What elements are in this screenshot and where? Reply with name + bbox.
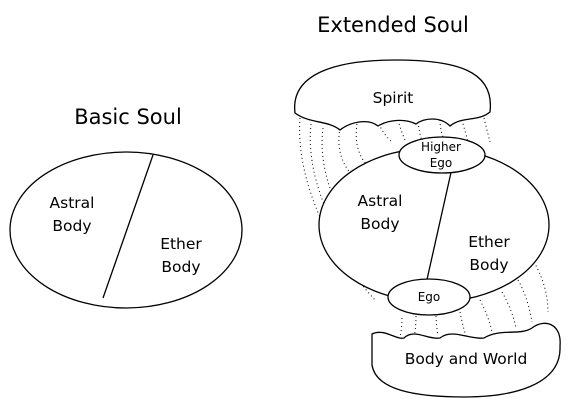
basic-soul-divider <box>102 154 154 299</box>
ego-ellipse <box>387 278 471 316</box>
basic-soul-title: Basic Soul <box>74 105 182 129</box>
ego-label: Ego <box>418 290 441 304</box>
extended-soul-title: Extended Soul <box>317 13 469 37</box>
body-and-world-label: Body and World <box>405 350 528 368</box>
spirit-shape <box>294 59 491 131</box>
basic-ether-label-1: Ether <box>160 235 202 253</box>
extended-astral-label-2: Body <box>360 215 399 233</box>
higher-ego-label-1: Higher <box>421 140 461 154</box>
higher-ego-ellipse <box>398 136 486 174</box>
basic-astral-label-2: Body <box>52 217 91 235</box>
basic-soul-ellipse <box>9 151 243 309</box>
body-and-world-shape <box>371 322 561 398</box>
extended-soul-divider <box>425 167 453 285</box>
basic-ether-label-2: Body <box>161 258 200 276</box>
extended-astral-label-1: Astral <box>358 192 403 210</box>
higher-ego-label-2: Ego <box>430 156 453 170</box>
extended-ether-label-2: Body <box>469 256 508 274</box>
extended-ether-label-1: Ether <box>468 233 510 251</box>
basic-astral-label-1: Astral <box>50 194 95 212</box>
spirit-label: Spirit <box>373 89 414 107</box>
